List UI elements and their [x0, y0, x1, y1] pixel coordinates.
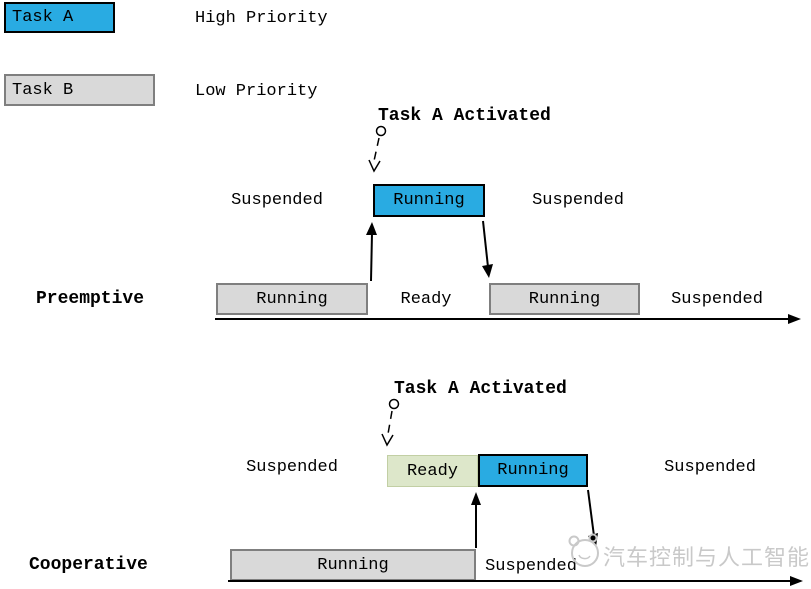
preemptive-task-a-running-label: Running [393, 191, 465, 210]
cooperative-down-arrow-icon [587, 489, 598, 547]
cooperative-task-b-suspended-label: Suspended [485, 557, 577, 576]
cooperative-task-a-ready-box: Ready [387, 455, 478, 487]
legend-task-b-priority: Low Priority [195, 82, 318, 101]
preemptive-task-b-running1-label: Running [256, 289, 328, 309]
preempt-up-arrow-icon [366, 222, 377, 282]
cooperative-section-label: Cooperative [29, 555, 148, 575]
preemptive-task-a-running-box: Running [373, 184, 485, 217]
preemptive-activation-arrow-icon [368, 125, 387, 173]
cooperative-activation-arrow-icon [381, 398, 400, 447]
cooperative-up-arrow-icon [471, 492, 481, 548]
preemptive-task-b-running2-label: Running [528, 289, 601, 309]
preemptive-section-label: Preemptive [36, 289, 145, 309]
preemptive-task-a-suspended-before: Suspended [231, 191, 323, 210]
cooperative-task-a-running-box: Running [478, 454, 588, 487]
cooperative-task-a-suspended-after: Suspended [664, 458, 756, 477]
preemptive-timeline-axis [215, 314, 801, 324]
legend-task-a-priority: High Priority [195, 9, 328, 28]
legend-task-a-box: Task A [4, 2, 115, 33]
watermark-text: 汽车控制与人工智能 [603, 546, 811, 571]
cooperative-task-a-suspended-before: Suspended [246, 458, 338, 477]
preemptive-activation-label: Task A Activated [378, 106, 551, 126]
legend-task-a-label: Task A [12, 8, 74, 27]
preemptive-task-a-suspended-after: Suspended [532, 191, 624, 210]
cooperative-task-a-ready-label: Ready [406, 461, 458, 481]
preemptive-task-b-suspended-label: Suspended [671, 290, 763, 309]
preemptive-task-b-running1-box: Running [216, 283, 368, 315]
legend-task-b-box: Task B [4, 74, 155, 106]
cooperative-task-b-running-label: Running [317, 555, 389, 575]
cooperative-task-a-running-label: Running [497, 461, 569, 480]
preemptive-task-b-running2-box: Running [489, 283, 640, 315]
cooperative-activation-label: Task A Activated [394, 379, 567, 399]
preemptive-task-b-ready-label: Ready [400, 290, 452, 309]
preempt-down-arrow-icon [482, 220, 493, 278]
cooperative-task-b-running-box: Running [230, 549, 476, 581]
legend-task-b-label: Task B [12, 80, 74, 100]
